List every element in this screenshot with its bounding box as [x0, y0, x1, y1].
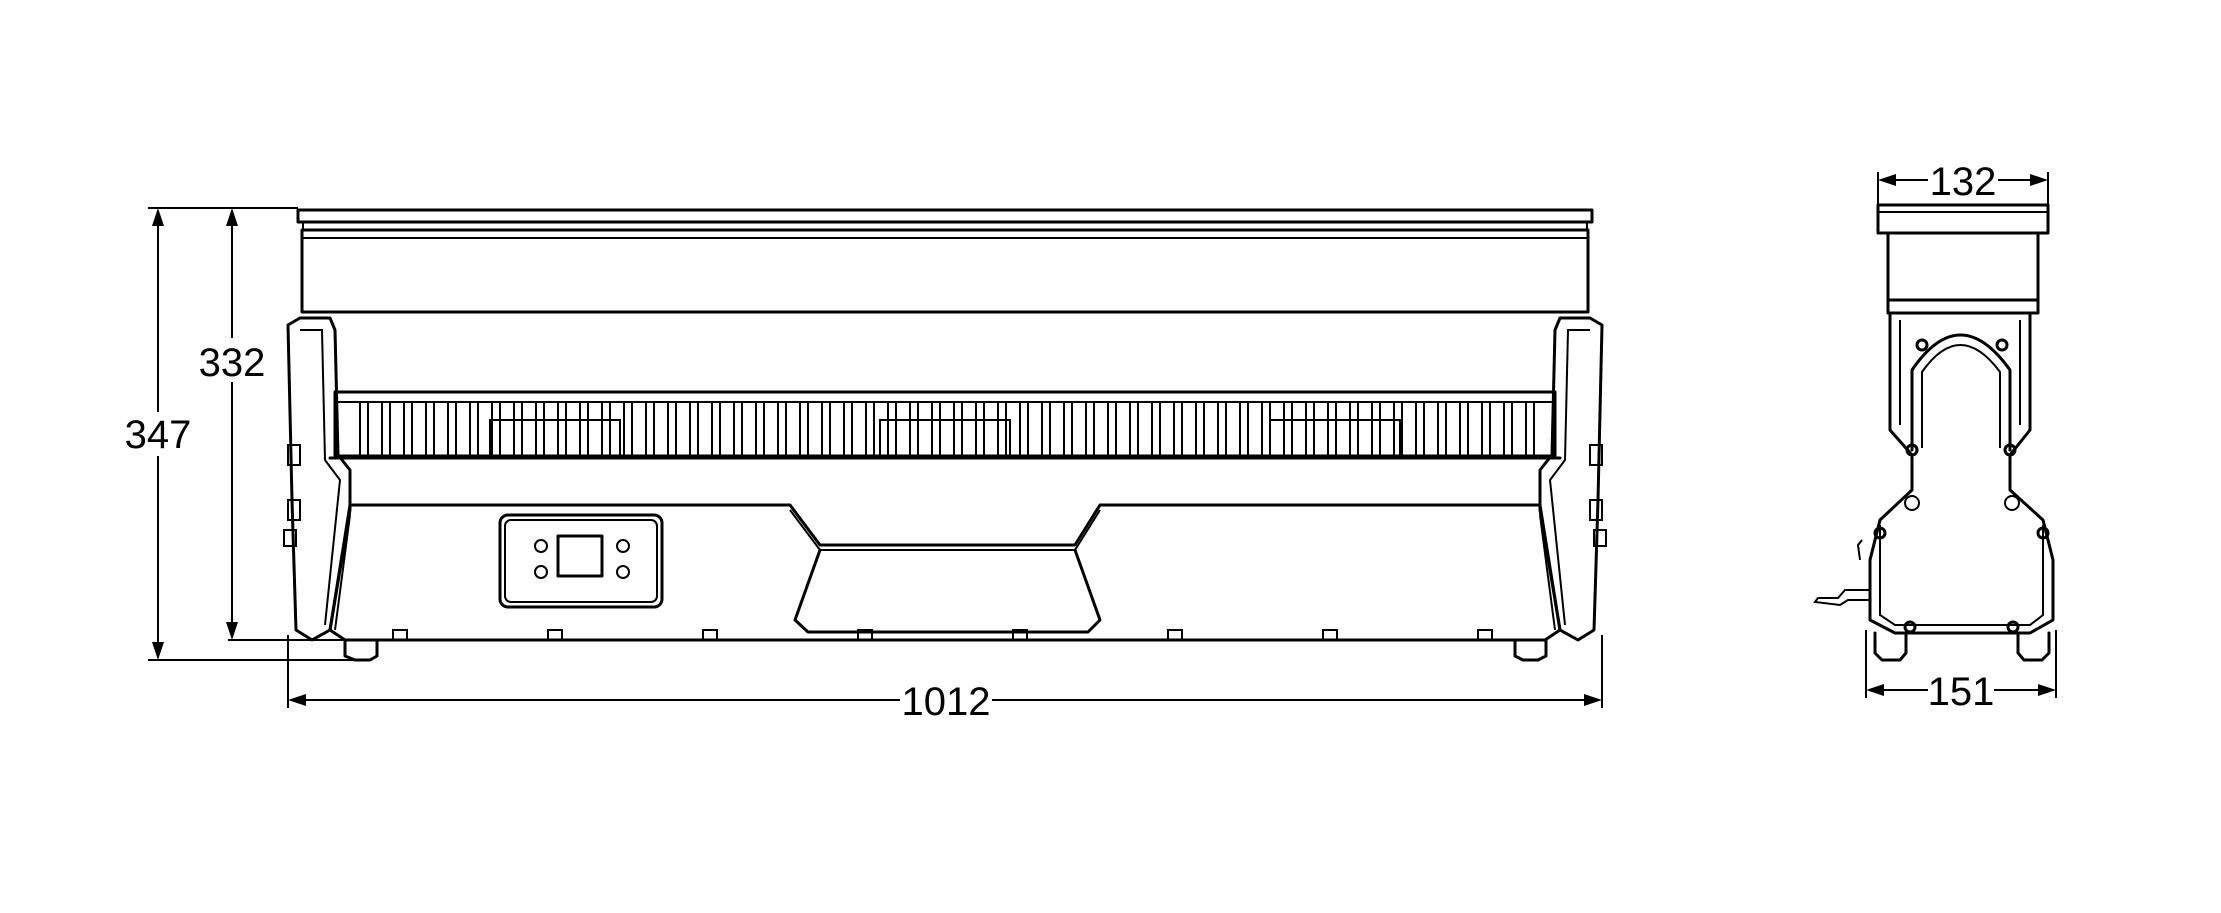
led-fin [997, 401, 1007, 457]
dimension-label-base-width: 151 [1928, 670, 1995, 714]
led-fin [1107, 401, 1117, 457]
led-fin [755, 401, 765, 457]
led-fin [1085, 401, 1095, 457]
base-screw [702, 629, 718, 641]
led-fin [1415, 401, 1425, 457]
led-fin [1503, 401, 1513, 457]
dimension-label-overall-height: 347 [125, 413, 192, 457]
base-screw [1477, 629, 1493, 641]
led-fin [1151, 401, 1161, 457]
led-fin [777, 401, 787, 457]
led-fin [1261, 401, 1271, 457]
led-fin [579, 401, 589, 457]
led-fin [1525, 401, 1535, 457]
led-fin [557, 401, 567, 457]
dimension-label-overall-length: 1012 [902, 680, 991, 724]
base-screw [392, 629, 408, 641]
led-fin [865, 401, 875, 457]
led-fin [689, 401, 699, 457]
led-module [489, 419, 621, 457]
led-fin [1019, 401, 1029, 457]
led-fin [535, 401, 545, 457]
base-screw [547, 629, 563, 641]
base-screw [1012, 629, 1028, 641]
led-fin [1239, 401, 1249, 457]
led-fin [843, 401, 853, 457]
led-fin [1195, 401, 1205, 457]
dimension-top-width: 132 [1877, 158, 2049, 210]
cable-connector [1813, 589, 1870, 607]
led-fins [359, 401, 1535, 457]
led-fin [1481, 401, 1491, 457]
led-fin [1217, 401, 1227, 457]
led-fin [953, 401, 963, 457]
foot-right [1513, 638, 1548, 662]
dimension-overall-length: 1012 [287, 635, 1603, 724]
lcd-display [556, 534, 604, 578]
front-view [283, 208, 1607, 662]
dimension-label-top-width: 132 [1930, 160, 1997, 204]
dimension-label-body-height: 332 [199, 341, 266, 385]
led-fin [931, 401, 941, 457]
led-fin [821, 401, 831, 457]
led-fin [381, 401, 391, 457]
base-screw [857, 629, 873, 641]
led-fin [1041, 401, 1051, 457]
led-fin [513, 401, 523, 457]
led-fin [909, 401, 919, 457]
led-fin [887, 401, 897, 457]
led-fin [359, 401, 369, 457]
led-fin [975, 401, 985, 457]
led-fin [491, 401, 501, 457]
dimension-base-width: 151 [1865, 630, 2057, 714]
led-fin [1305, 401, 1315, 457]
base-screw [1322, 629, 1338, 641]
led-fin [1327, 401, 1337, 457]
led-fin [1173, 401, 1183, 457]
led-fin [1371, 401, 1381, 457]
led-fin [601, 401, 611, 457]
dimension-body-height: 332 [194, 208, 345, 641]
control-button [534, 539, 548, 553]
led-fin [1129, 401, 1139, 457]
led-fin [469, 401, 479, 457]
led-fin [623, 401, 633, 457]
led-fin [799, 401, 809, 457]
led-fin [1063, 401, 1073, 457]
control-button [616, 565, 630, 579]
led-fin [425, 401, 435, 457]
led-fin [447, 401, 457, 457]
side-view [1813, 203, 2055, 662]
control-panel [498, 513, 664, 609]
led-fin [733, 401, 743, 457]
led-fin [1283, 401, 1293, 457]
led-module [1269, 419, 1401, 457]
foot-left [343, 638, 379, 662]
control-button [534, 565, 548, 579]
led-fin [403, 401, 413, 457]
base-screw [1167, 629, 1183, 641]
led-fin [667, 401, 677, 457]
led-fin [1459, 401, 1469, 457]
led-fin [645, 401, 655, 457]
led-module [879, 419, 1011, 457]
control-button [616, 539, 630, 553]
led-fin [711, 401, 721, 457]
base-screws [392, 629, 1493, 641]
led-fin [1349, 401, 1359, 457]
dimension-overall-height: 347 [120, 207, 355, 661]
led-fin [1437, 401, 1447, 457]
